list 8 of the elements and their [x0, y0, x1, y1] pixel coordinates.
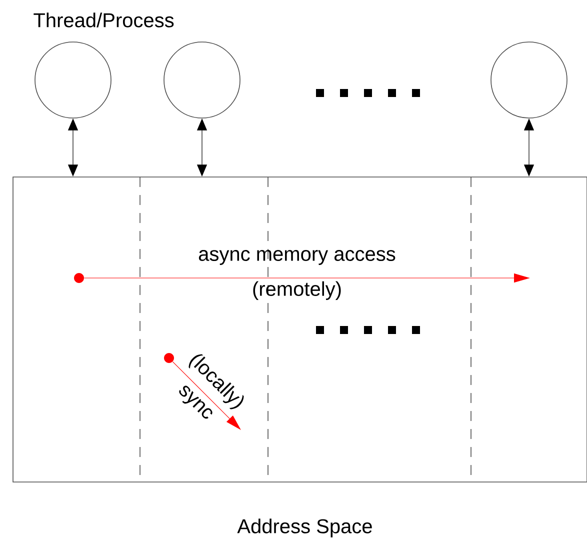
dot	[164, 353, 174, 363]
node-label: Address Space	[237, 518, 372, 538]
title: Thread/Process	[34, 12, 174, 28]
thread-circle	[164, 42, 240, 118]
dot	[74, 273, 84, 283]
thread-circle	[490, 42, 568, 118]
edge-label: async memory access (remotely)	[198, 250, 396, 300]
thread-circle	[34, 42, 112, 118]
